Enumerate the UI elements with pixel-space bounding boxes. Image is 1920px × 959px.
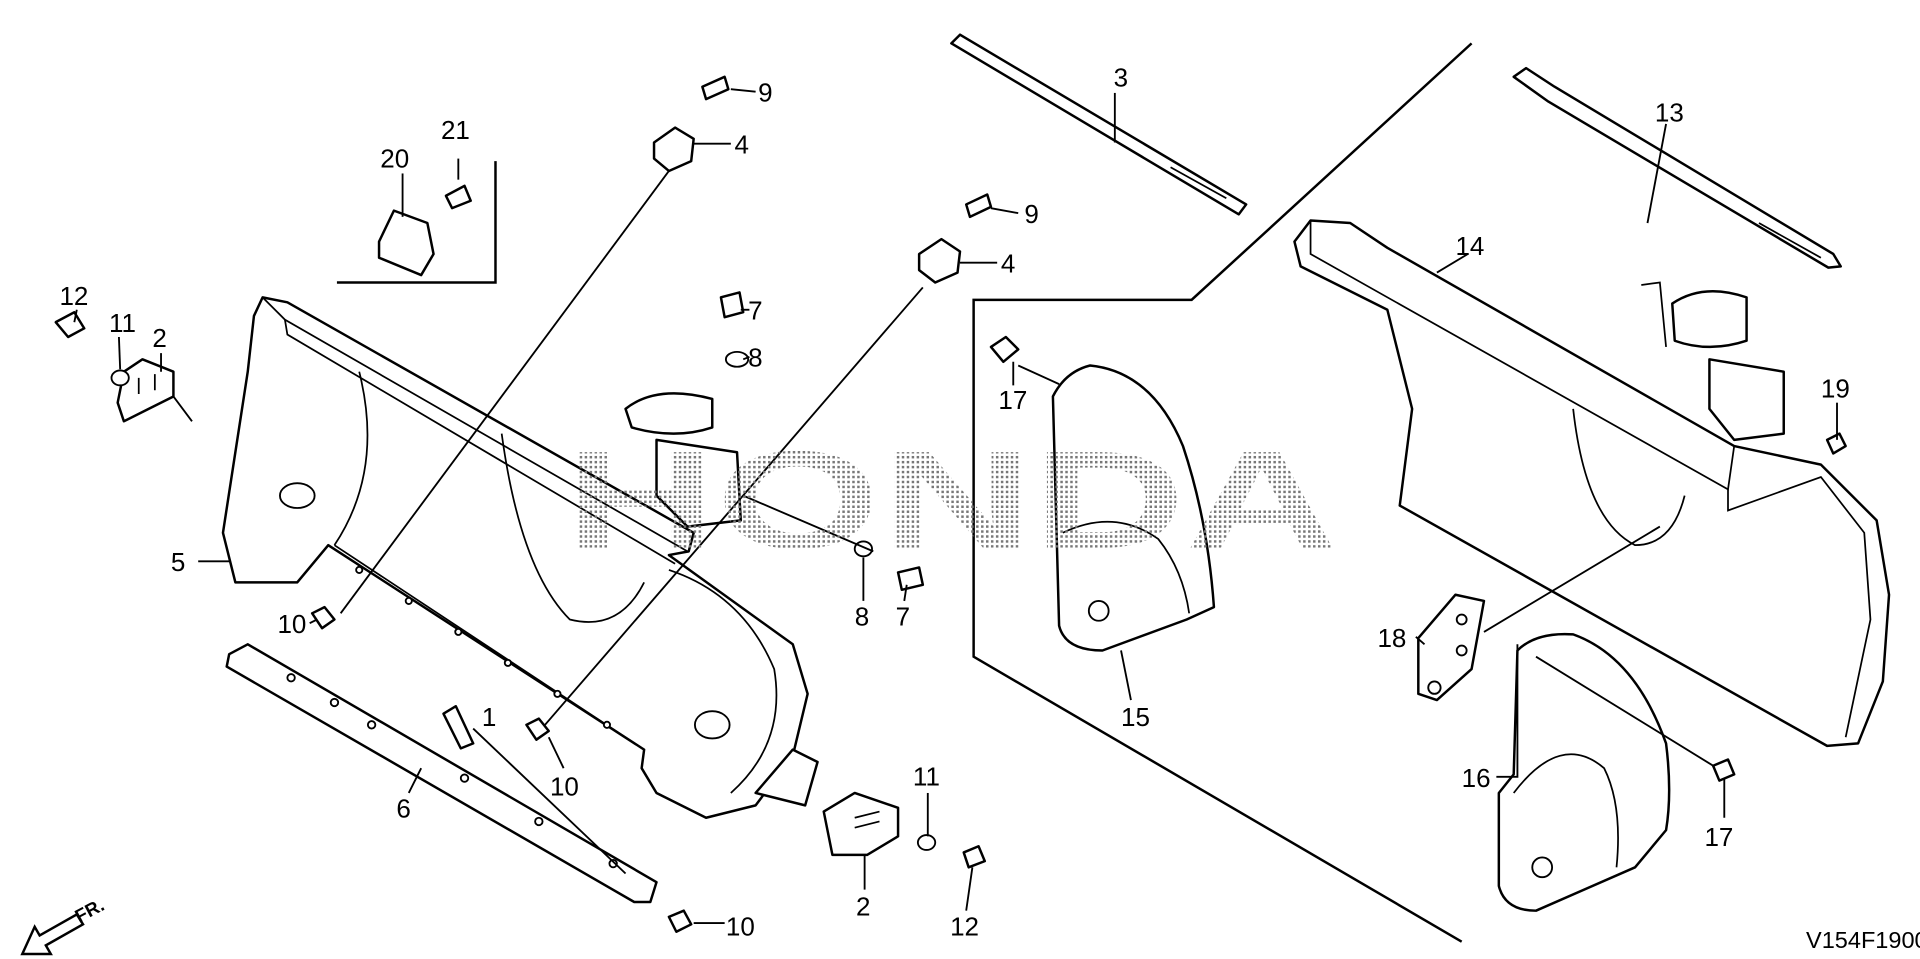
part-15-side-plate bbox=[1051, 364, 1216, 652]
part-13-shaft bbox=[1512, 66, 1842, 269]
callout-21: 21 bbox=[441, 115, 470, 145]
callout-4: 4 bbox=[735, 130, 749, 160]
callout-13: 13 bbox=[1655, 97, 1684, 127]
callout-7: 7 bbox=[896, 602, 910, 632]
part-2-skid-shoe-left bbox=[116, 358, 175, 423]
callout-6: 6 bbox=[396, 794, 410, 824]
callout-10: 10 bbox=[726, 911, 755, 941]
callout-17: 17 bbox=[1704, 822, 1733, 852]
callout-8: 8 bbox=[855, 602, 869, 632]
callout-2: 2 bbox=[856, 892, 870, 922]
part-20-plate bbox=[377, 209, 435, 277]
callout-17: 17 bbox=[998, 385, 1027, 415]
callout-7: 7 bbox=[748, 296, 762, 326]
leader-lines bbox=[73, 88, 1838, 924]
callout-11: 11 bbox=[109, 308, 136, 338]
arrow-icon bbox=[20, 912, 85, 956]
callout-10: 10 bbox=[550, 771, 579, 801]
part-5-auger-housing bbox=[221, 296, 819, 819]
callout-19: 19 bbox=[1821, 374, 1850, 404]
inset-frame-20-21 bbox=[336, 161, 497, 284]
part-18-bracket bbox=[1417, 593, 1486, 702]
callout-labels: 9 4 21 20 3 13 9 4 14 12 11 2 7 8 17 19 … bbox=[59, 63, 1849, 942]
part-2-skid-shoe-right bbox=[822, 791, 900, 857]
part-6-scraper-bar bbox=[225, 643, 658, 904]
callout-11: 11 bbox=[913, 762, 940, 792]
callout-12: 12 bbox=[950, 911, 979, 941]
part-3-shaft bbox=[950, 33, 1248, 216]
part-16-side-plate bbox=[1497, 632, 1671, 912]
callout-1: 1 bbox=[482, 702, 496, 732]
callout-3: 3 bbox=[1114, 63, 1128, 93]
honda-watermark: HONDA bbox=[564, 423, 1338, 578]
callout-9: 9 bbox=[758, 78, 772, 108]
svg-text:HONDA: HONDA bbox=[564, 423, 1338, 578]
callout-5: 5 bbox=[171, 547, 185, 577]
callout-16: 16 bbox=[1462, 763, 1491, 793]
callout-15: 15 bbox=[1121, 702, 1150, 732]
callout-2: 2 bbox=[152, 323, 166, 353]
callout-4: 4 bbox=[1001, 249, 1015, 279]
front-direction-arrow: FR. bbox=[20, 894, 108, 956]
callout-8: 8 bbox=[748, 343, 762, 373]
callout-10: 10 bbox=[277, 609, 306, 639]
drawing-code: V154F1900C bbox=[1806, 927, 1920, 953]
section-divider-line bbox=[972, 42, 1473, 943]
hardware bbox=[54, 75, 1847, 933]
callout-20: 20 bbox=[380, 143, 409, 173]
callout-12: 12 bbox=[59, 281, 88, 311]
callout-9: 9 bbox=[1024, 199, 1038, 229]
callout-18: 18 bbox=[1377, 623, 1406, 653]
callout-14: 14 bbox=[1455, 231, 1484, 261]
